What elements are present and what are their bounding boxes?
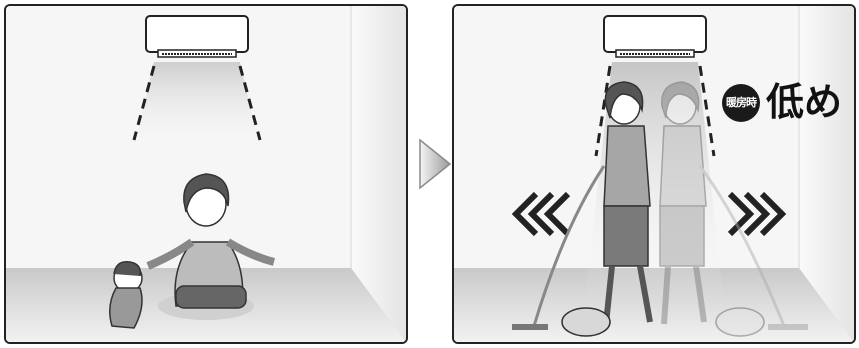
low-setting-caption: 低め (766, 80, 843, 124)
after-scene-panel (452, 4, 856, 344)
before-scene-panel (4, 4, 408, 344)
spread-right-chevrons-icon (727, 191, 787, 237)
woman-vacuuming-figure (512, 81, 653, 337)
spread-left-chevrons-icon (511, 191, 571, 237)
air-conditioner-icon (603, 15, 707, 58)
mother-figure (146, 173, 276, 320)
air-conditioner-icon (145, 15, 249, 58)
woman-vacuuming-ghost-figure (659, 81, 808, 337)
baby-figure (109, 261, 143, 329)
heating-mode-badge: 暖房時 (722, 84, 760, 122)
next-arrow-icon (418, 138, 452, 194)
